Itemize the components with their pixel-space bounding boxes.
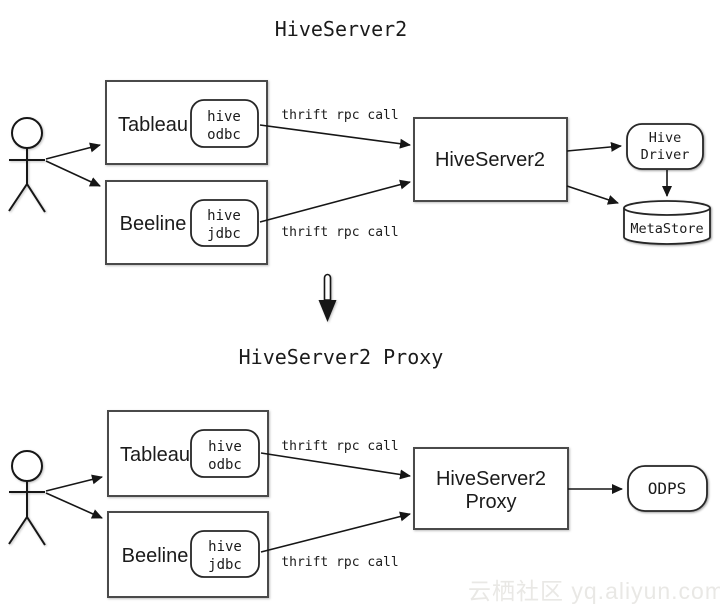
arrow-server-to-driver — [566, 141, 622, 152]
diagram-hiveserver2-proxy: HiveServer2 Proxy Tableau hive odbc Beel… — [8, 345, 708, 598]
hive-odbc-line1: hive — [208, 439, 242, 455]
hive-odbc-chip — [190, 99, 259, 148]
hiveserver2-proxy-label-line1: HiveServer2 — [436, 468, 546, 490]
thrift-rpc-label-1: thrift rpc call — [281, 108, 398, 123]
metastore-cylinder-icon — [623, 200, 711, 245]
hive-jdbc-line2: jdbc — [207, 226, 241, 242]
user-actor-icon — [8, 117, 46, 213]
odps-label: ODPS — [648, 479, 687, 498]
user-actor-icon — [8, 450, 46, 546]
hive-odbc-line1: hive — [207, 109, 241, 125]
transition-down-arrow-icon — [318, 273, 337, 322]
hive-jdbc-chip — [190, 530, 260, 578]
diagram-hiveserver2: HiveServer2 Tableau hive odbc Beeline — [8, 17, 711, 265]
hive-driver-line1: Hive — [649, 130, 682, 146]
hive-driver-node — [626, 123, 704, 170]
hive-jdbc-line1: hive — [207, 208, 241, 224]
hiveserver2-label: HiveServer2 — [435, 149, 545, 171]
tableau-label: Tableau — [118, 114, 188, 136]
hive-jdbc-line2: jdbc — [208, 557, 242, 573]
hiveserver2-proxy-label-line2: Proxy — [465, 491, 516, 513]
beeline-label: Beeline — [122, 545, 189, 567]
hive-odbc-line2: odbc — [207, 127, 241, 143]
diagram-title: HiveServer2 Proxy — [239, 345, 444, 369]
thrift-rpc-label-2: thrift rpc call — [281, 225, 398, 240]
odps-node — [627, 465, 708, 512]
arrow-actor-to-tableau — [45, 142, 101, 160]
arrow-jdbc-to-proxy — [260, 511, 411, 553]
arrow-actor-to-tableau — [45, 474, 103, 492]
metastore-label: MetaStore — [630, 221, 703, 237]
tableau-label: Tableau — [120, 444, 190, 466]
diagram-title: HiveServer2 — [275, 17, 407, 41]
thrift-rpc-label-1: thrift rpc call — [281, 439, 398, 454]
arrow-actor-to-beeline — [45, 160, 101, 187]
hive-driver-line2: Driver — [641, 147, 690, 163]
arrow-server-to-metastore — [566, 185, 619, 205]
hive-jdbc-chip — [190, 199, 259, 247]
arrow-actor-to-beeline — [45, 492, 103, 519]
hive-odbc-line2: odbc — [208, 457, 242, 473]
arrow-jdbc-to-server — [259, 179, 411, 223]
hive-jdbc-line1: hive — [208, 539, 242, 555]
arrow-odbc-to-proxy — [260, 452, 411, 480]
hiveserver2-box — [413, 117, 568, 202]
beeline-label: Beeline — [120, 213, 187, 235]
hive-odbc-chip — [190, 429, 260, 478]
arrow-odbc-to-server — [259, 124, 411, 149]
hiveserver2-proxy-box — [413, 447, 569, 530]
thrift-rpc-label-2: thrift rpc call — [281, 555, 398, 570]
